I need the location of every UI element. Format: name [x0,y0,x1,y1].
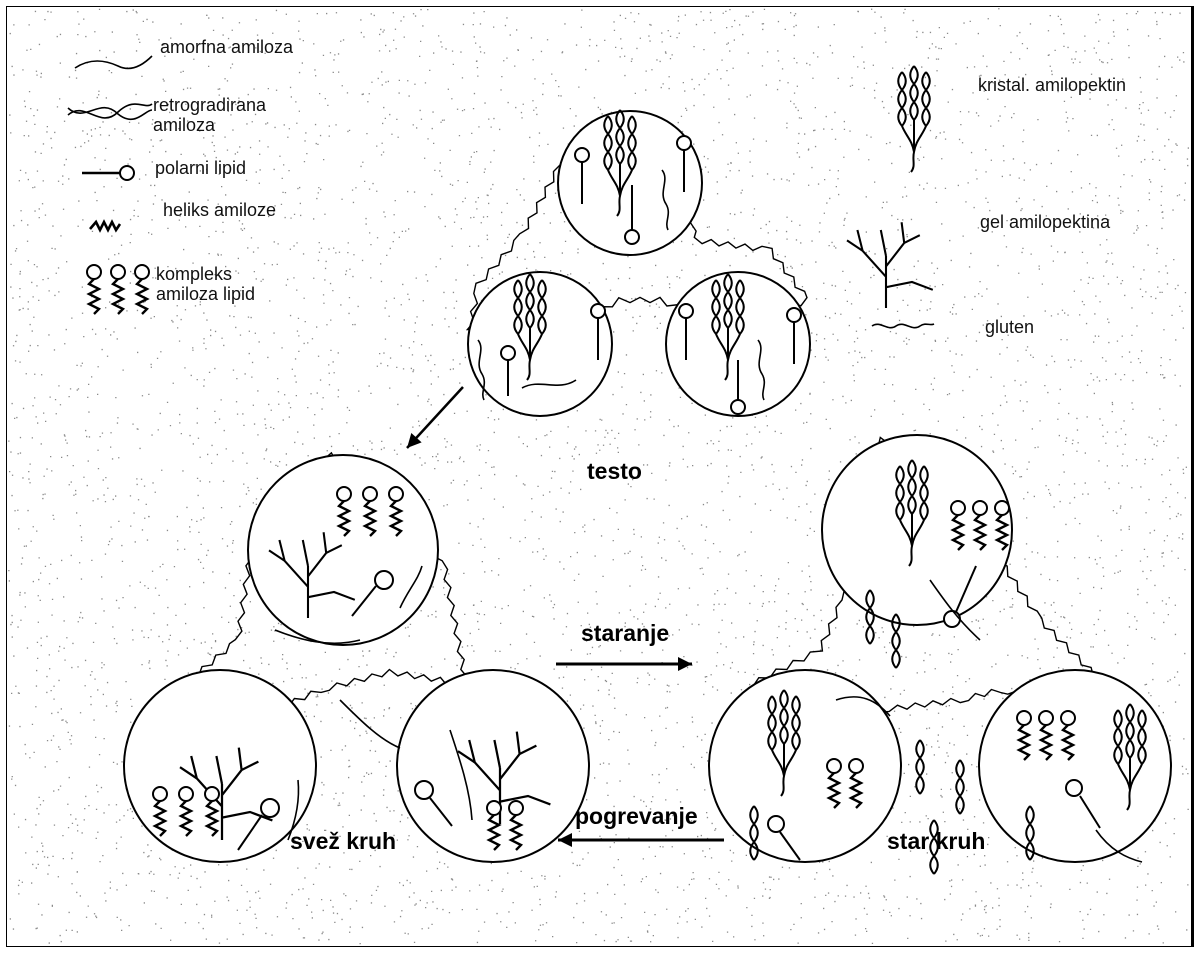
stage-label-testo: testo [587,458,642,485]
stage-label-svez-kruh: svež kruh [290,828,396,855]
legend-polarni-lipid: polarni lipid [155,158,246,178]
legend-gluten: gluten [985,317,1034,337]
stage-label-star-kruh: star kruh [887,828,985,855]
legend-heliks-amiloze: heliks amiloze [163,200,276,220]
legend-kristal-amilopektin: kristal. amilopektin [978,75,1126,95]
process-label-staranje: staranje [581,620,669,647]
process-label-pogrevanje: pogrevanje [575,803,698,830]
legend-gel-amilopektina: gel amilopektina [980,212,1110,232]
legend-kompleks-amiloza-lipid: kompleks amiloza lipid [156,264,288,304]
legend-retrogradirana-amiloza: retrogradirana amiloza [153,95,313,135]
legend-amorfna-amiloza: amorfna amiloza [160,37,293,57]
